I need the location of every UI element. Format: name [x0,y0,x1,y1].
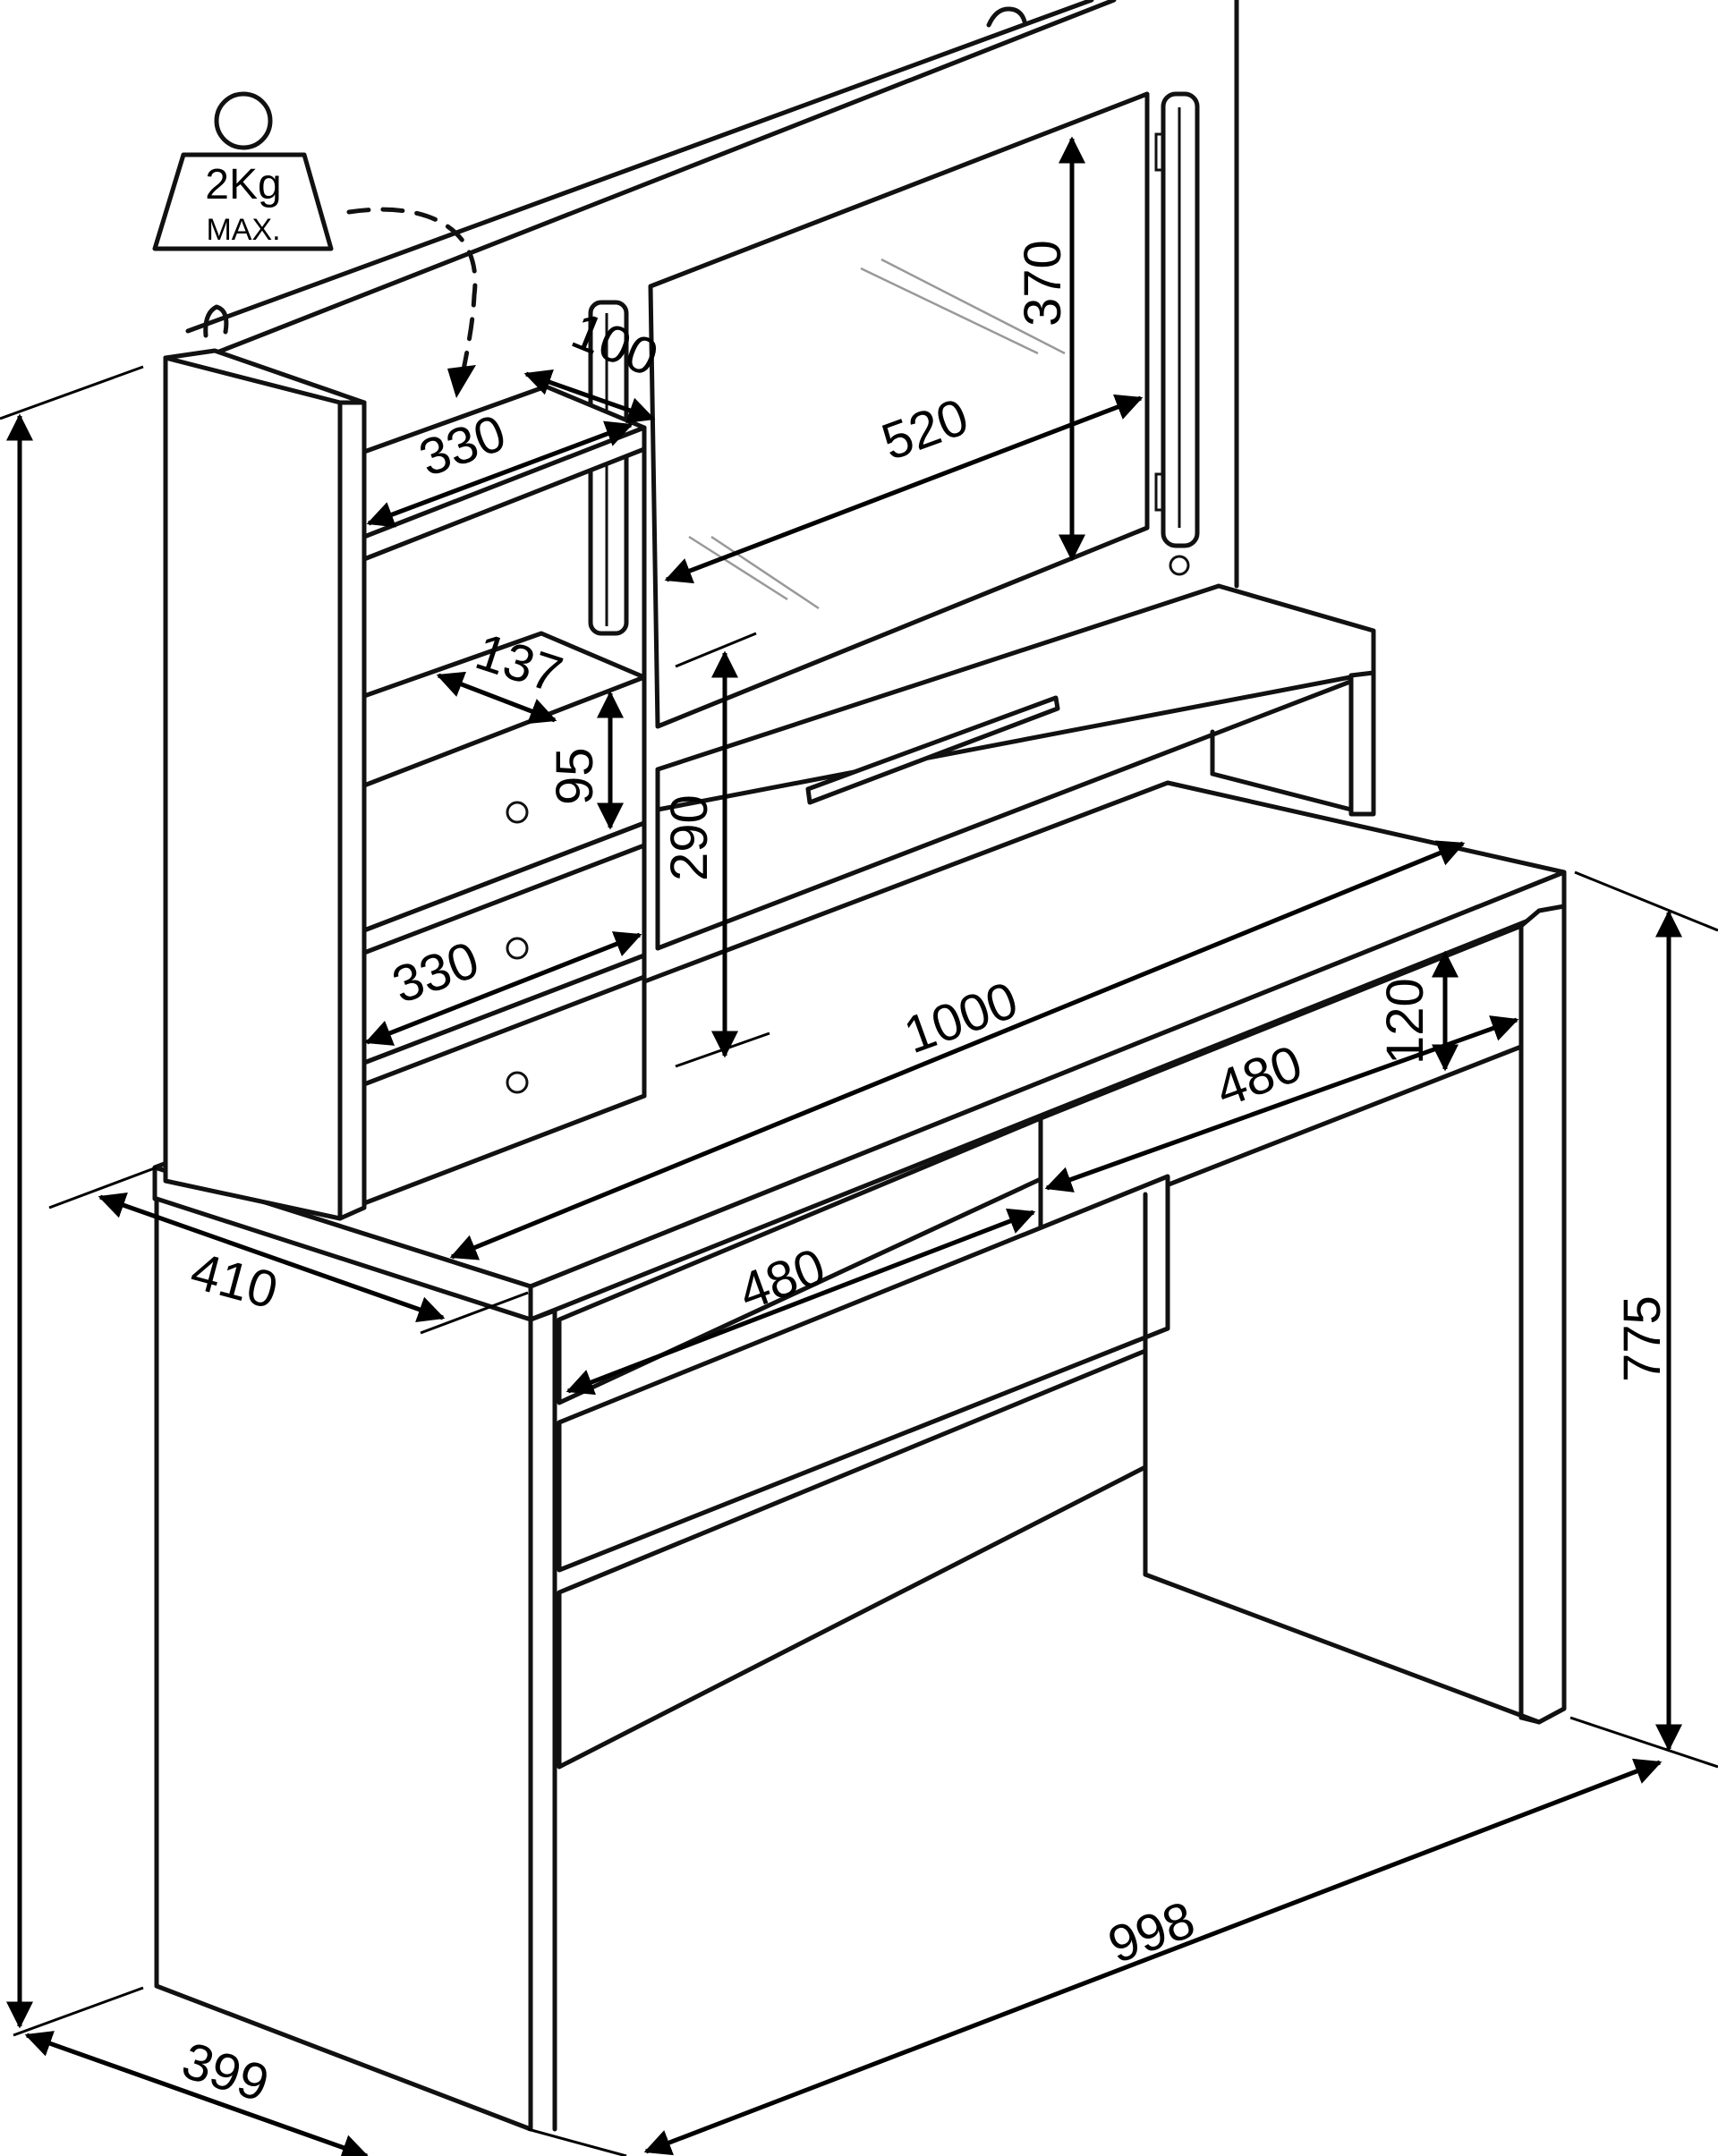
dim-base-width: 998 [1101,1890,1202,1974]
wall-hook-icon [986,6,1027,28]
dim-base-depth: 399 [175,2032,276,2114]
weight-limit-icon: 2Kg MAX. [152,91,478,398]
wall-hook-icon [203,304,229,338]
tower-drawer-1 [361,631,647,933]
weight-value: 2Kg [205,161,281,208]
cable-slot [805,695,1060,805]
mirror-light-right [1154,91,1200,576]
weight-caption: MAX. [206,213,280,247]
dim-drawer-height-small: 95 [546,747,604,805]
back-panel [185,0,1239,589]
dim-leg-height: 775 [1613,1295,1671,1382]
dim-drawer-height: 120 [1376,978,1434,1065]
dimension-lines [0,136,1718,2156]
dim-mirror-clearance: 290 [660,794,719,881]
switch-icon [1169,555,1190,576]
knob-icon [506,801,529,824]
left-panel [154,1196,557,2132]
dim-mirror-height: 370 [1014,240,1072,327]
